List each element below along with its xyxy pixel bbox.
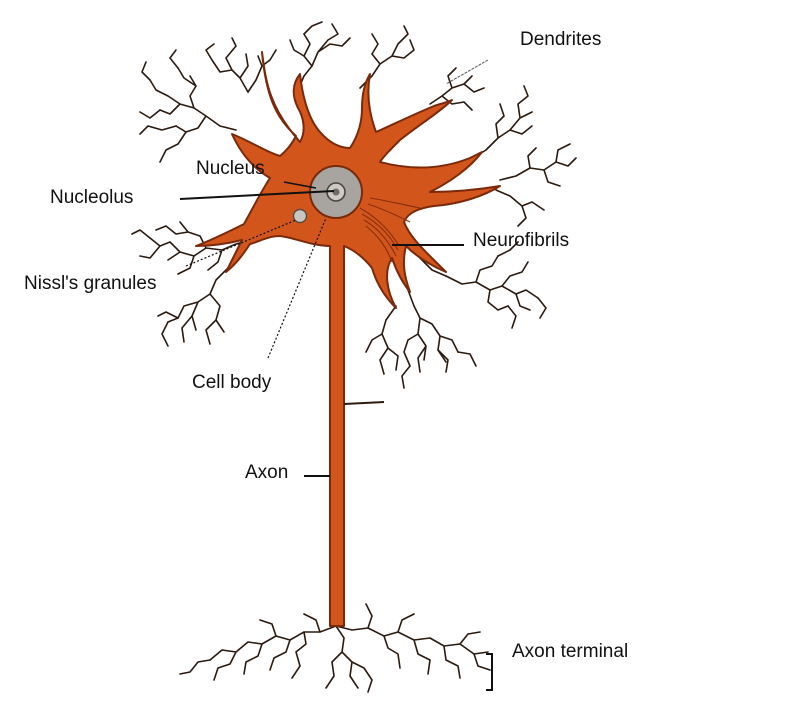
cell-body-leader (267, 217, 327, 359)
label-cell-body: Cell body (192, 372, 272, 393)
nucleolus-leader (179, 190, 335, 200)
axon-terminal-bracket (486, 653, 493, 691)
label-nucleus: Nucleus (196, 158, 265, 179)
label-nucleolus: Nucleolus (50, 187, 134, 208)
dendrites-leader (445, 59, 489, 85)
dendrite-branches (131, 21, 577, 693)
label-nissl-granules: Nissl's granules (24, 273, 157, 294)
label-axon: Axon (245, 462, 289, 483)
nucleolus-core (332, 188, 340, 196)
nucleus-leader (283, 181, 317, 189)
cell-body-shape (195, 51, 501, 627)
label-dendrites: Dendrites (520, 29, 602, 50)
axon-collateral (343, 401, 385, 405)
label-axon-terminal: Axon terminal (512, 641, 629, 662)
label-neurofibrils: Neurofibrils (473, 230, 570, 251)
nissl-granule-shape (292, 208, 308, 224)
leader-lines (179, 59, 493, 691)
neurofibril-lines (359, 197, 421, 263)
